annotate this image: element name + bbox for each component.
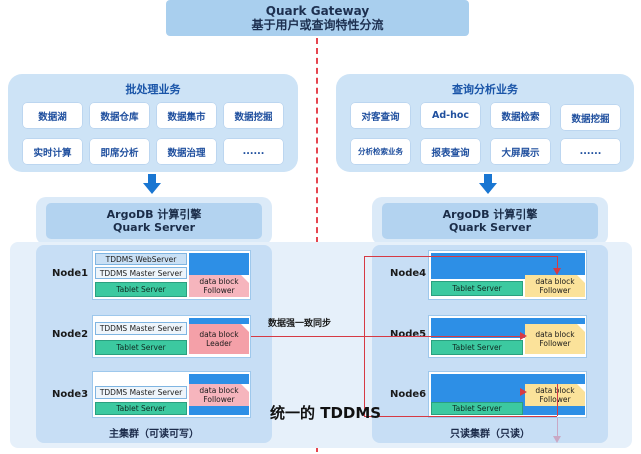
query-business-panel: 查询分析业务 对客查询 Ad-hoc 数据检索 数据挖掘 分析检索业务 报表查询…	[336, 74, 634, 172]
master-cluster-caption: 主集群（可读可写）	[109, 429, 199, 440]
node5-block-line1: data block	[535, 330, 575, 339]
quark-gateway-box: Quark Gateway 基于用户或查询特性分流	[166, 0, 469, 36]
argodb-right-box: ArgoDB 计算引擎 Quark Server	[382, 203, 598, 239]
tile-customer-query: 对客查询	[350, 102, 411, 129]
node1-webserver: TDDMS WebServer	[95, 253, 187, 265]
node3-master-server: TDDMS Master Server	[95, 386, 187, 399]
query-panel-title: 查询分析业务	[452, 83, 518, 96]
tile-data-warehouse: 数据仓库	[89, 102, 150, 129]
batch-panel-title: 批处理业务	[125, 83, 181, 96]
node5-block-fold	[577, 324, 585, 332]
node4-data-block: data block Follower	[525, 275, 585, 297]
node5-data-block: data block Follower	[525, 324, 585, 354]
tile-data-retrieval: 数据检索	[490, 102, 551, 129]
node4-box: Tablet Server data block Follower	[428, 250, 587, 300]
node6-tablet-server: Tablet Server	[431, 402, 523, 415]
node3-tablet-server: Tablet Server	[95, 402, 187, 415]
node3-block-fold	[241, 384, 249, 392]
node5-label: Node5	[390, 329, 427, 340]
node2-master-server: TDDMS Master Server	[95, 322, 187, 335]
tile-more-right: ......	[560, 138, 621, 165]
sync-arrow-node4	[553, 268, 561, 275]
sync-line-bottom	[364, 416, 557, 417]
node3-block-role: Follower	[203, 395, 235, 404]
node1-block-role: Follower	[203, 286, 235, 295]
argodb-right-subtitle: Quark Server	[448, 221, 532, 234]
node2-block-fold	[241, 324, 249, 332]
tile-ad-hoc: Ad-hoc	[420, 102, 481, 129]
gateway-subtitle: 基于用户或查询特性分流	[251, 18, 384, 32]
node6-block-line1: data block	[535, 386, 575, 395]
node1-box: TDDMS WebServer TDDMS Master Server Tabl…	[92, 250, 251, 300]
gateway-title: Quark Gateway	[265, 4, 370, 18]
node3-block-line1: data block	[199, 386, 239, 395]
node2-data-block: data block Leader	[189, 324, 249, 354]
node6-data-block: data block Follower	[525, 384, 585, 406]
argodb-right-title: ArgoDB 计算引擎	[442, 208, 538, 221]
arrow-stem-left	[148, 174, 156, 183]
sync-line-top	[364, 256, 557, 257]
node3-box: TDDMS Master Server Tablet Server data b…	[92, 371, 251, 418]
arrow-down-left	[143, 183, 161, 194]
node4-label: Node4	[390, 268, 427, 279]
node3-label: Node3	[52, 389, 89, 400]
node6-box: Tablet Server data block Follower	[428, 371, 587, 418]
argodb-left-subtitle: Quark Server	[112, 221, 196, 234]
sync-tail-arrow	[553, 436, 561, 443]
node6-block-fold	[577, 384, 585, 392]
node5-block-role: Follower	[539, 339, 571, 348]
node4-block-role: Follower	[539, 286, 571, 295]
node6-block-role: Follower	[539, 395, 571, 404]
sync-arrow-node6	[520, 388, 527, 396]
argodb-left-wrap: ArgoDB 计算引擎 Quark Server	[36, 197, 272, 245]
tile-data-mining-right: 数据挖掘	[560, 104, 621, 131]
sync-tail	[557, 418, 558, 436]
node1-fill	[189, 253, 249, 279]
sync-drop-node4	[557, 256, 558, 268]
argodb-left-title: ArgoDB 计算引擎	[106, 208, 202, 221]
tile-analysis-retrieval: 分析检索业务	[350, 138, 411, 165]
tile-data-lake: 数据湖	[22, 102, 83, 129]
sync-rise-node6	[557, 384, 558, 416]
tile-more: ......	[223, 138, 284, 165]
readonly-cluster-caption: 只读集群（只读）	[450, 429, 530, 440]
sync-vertical-line	[364, 256, 365, 416]
sync-label: 数据强一致同步	[268, 319, 332, 329]
tile-adhoc-analysis: 即席分析	[89, 138, 150, 165]
argodb-right-wrap: ArgoDB 计算引擎 Quark Server	[372, 197, 608, 245]
node2-block-role: Leader	[206, 339, 232, 348]
node1-block-fold	[241, 275, 249, 283]
node2-label: Node2	[52, 329, 89, 340]
node2-block-line1: data block	[199, 330, 239, 339]
node1-data-block: data block Follower	[189, 275, 249, 297]
tile-data-mart: 数据集市	[156, 102, 217, 129]
unified-tddms-label: 统一的 TDDMS	[270, 404, 382, 422]
tile-realtime-compute: 实时计算	[22, 138, 83, 165]
sync-arrow-node5	[520, 332, 527, 340]
node6-label: Node6	[390, 389, 427, 400]
node3-data-block: data block Follower	[189, 384, 249, 406]
argodb-left-box: ArgoDB 计算引擎 Quark Server	[46, 203, 262, 239]
node4-block-fold	[577, 275, 585, 283]
node5-tablet-server: Tablet Server	[431, 340, 523, 355]
node1-tablet-server: Tablet Server	[95, 282, 187, 297]
node2-tablet-server: Tablet Server	[95, 340, 187, 355]
node1-master-server: TDDMS Master Server	[95, 267, 187, 279]
tile-report-query: 报表查询	[420, 138, 481, 165]
arrow-stem-right	[484, 174, 492, 183]
arrow-down-right	[479, 183, 497, 194]
node4-block-line1: data block	[535, 277, 575, 286]
node4-tablet-server: Tablet Server	[431, 281, 523, 296]
node1-label: Node1	[52, 268, 89, 279]
node1-block-line1: data block	[199, 277, 239, 286]
batch-business-panel: 批处理业务 数据湖 数据仓库 数据集市 数据挖掘 实时计算 即席分析 数据治理 …	[8, 74, 298, 172]
tile-big-screen: 大屏展示	[490, 138, 551, 165]
node2-box: TDDMS Master Server Tablet Server data b…	[92, 315, 251, 358]
sync-line-node5	[251, 336, 520, 337]
tile-data-mining: 数据挖掘	[223, 102, 284, 129]
tile-data-governance: 数据治理	[156, 138, 217, 165]
